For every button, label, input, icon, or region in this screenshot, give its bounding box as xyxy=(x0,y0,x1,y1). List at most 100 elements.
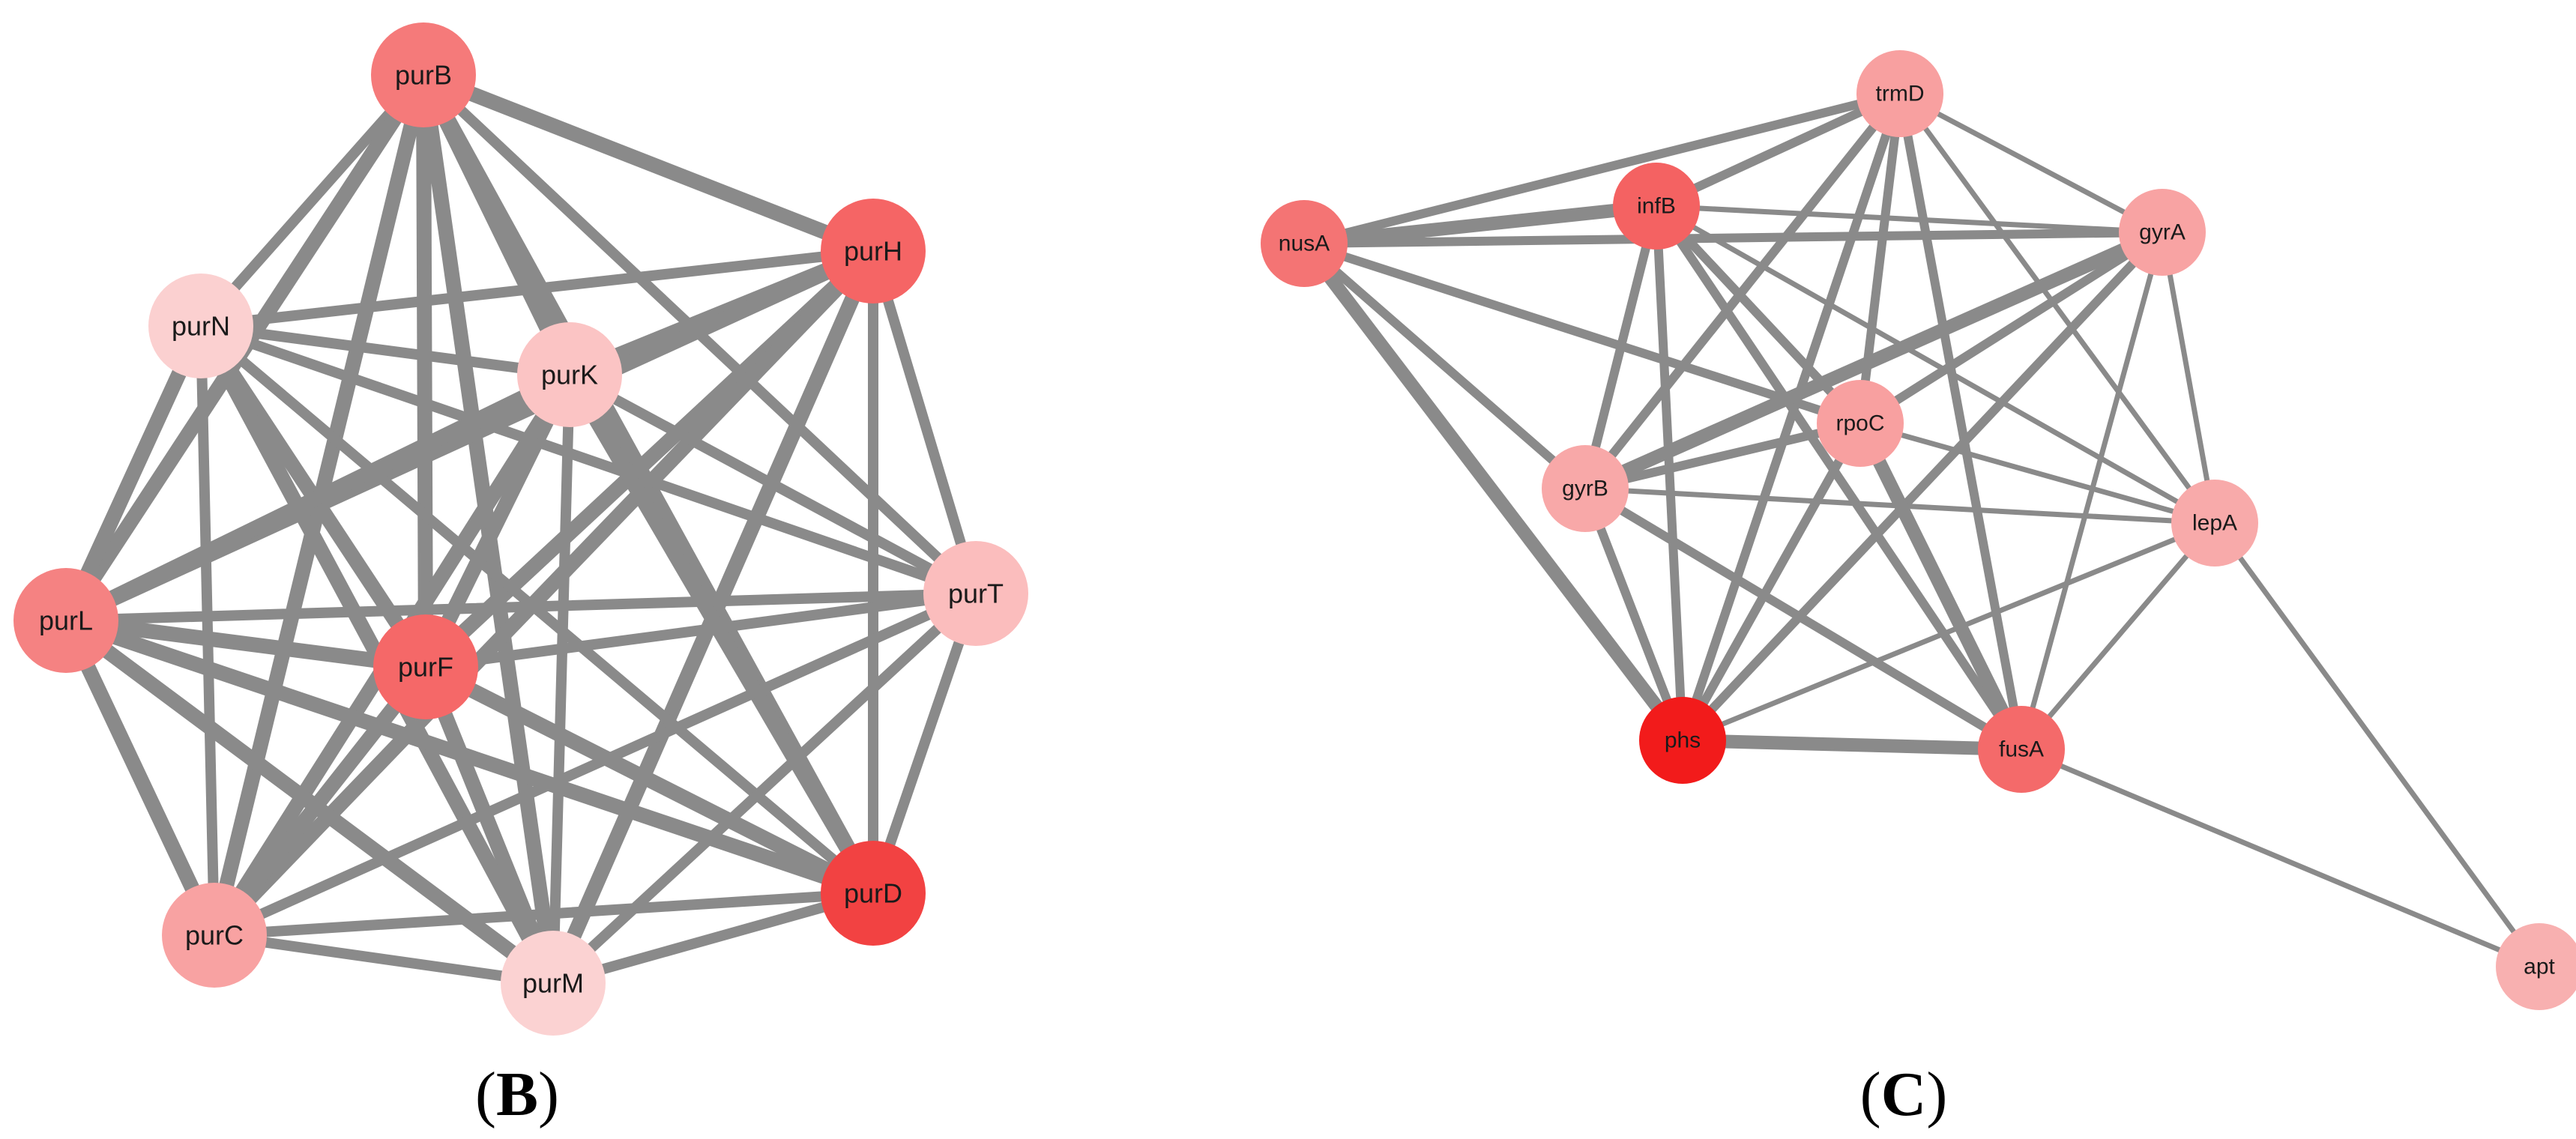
node-circle-purF xyxy=(373,614,478,719)
edge-purM-purD xyxy=(548,888,878,988)
node-circle-rpoC xyxy=(1817,380,1904,467)
node-circle-purK xyxy=(517,322,622,427)
edge-purN-purT xyxy=(196,321,981,599)
node-label-phs: phs xyxy=(1665,728,1701,753)
panel-b-edges xyxy=(58,67,981,991)
edge-infB-gyrB xyxy=(1581,202,1661,493)
node-label-purF: purF xyxy=(398,652,453,683)
edge-purT-purF xyxy=(420,588,981,672)
edge-infB-fusA xyxy=(1652,202,2026,754)
node-circle-infB xyxy=(1613,163,1700,250)
edge-purN-purL xyxy=(58,318,208,628)
edge-purK-purM xyxy=(548,369,575,988)
node-purM: purM xyxy=(501,931,606,1036)
edge-fusA-apt xyxy=(2018,746,2542,970)
node-label-apt: apt xyxy=(2524,955,2555,979)
edge-purF-purM xyxy=(418,659,561,991)
edge-phs-fusA xyxy=(1676,734,2028,756)
node-label-purK: purK xyxy=(541,360,598,390)
edge-trmD-phs xyxy=(1678,89,1904,745)
node-circle-lepA xyxy=(2171,480,2258,567)
node-purD: purD xyxy=(821,841,926,946)
edge-gyrA-phs xyxy=(1678,228,2167,745)
node-circle-nusA xyxy=(1261,200,1348,287)
edge-purF-purC xyxy=(207,659,433,943)
node-gyrB: gyrB xyxy=(1542,445,1629,532)
edge-nusA-infB xyxy=(1297,199,1663,250)
node-label-nusA: nusA xyxy=(1279,232,1330,256)
node-circle-purC xyxy=(162,883,267,988)
panel-b: purB purH purN purK purT purL purF purC purM purD… xyxy=(13,22,1028,1129)
node-fusA: fusA xyxy=(1978,706,2065,793)
edge-gyrA-rpoC xyxy=(1856,228,2167,428)
node-label-gyrA: gyrA xyxy=(2139,220,2186,245)
edge-rpoC-phs xyxy=(1678,419,1865,745)
edge-gyrB-phs xyxy=(1581,484,1687,745)
edge-purK-purD xyxy=(562,367,881,901)
edge-infB-lepA xyxy=(1653,203,2218,526)
edge-nusA-gyrA xyxy=(1300,228,2167,248)
edge-purH-purN xyxy=(196,246,878,331)
edge-nusA-rpoC xyxy=(1300,239,1865,428)
node-label-purB: purB xyxy=(395,60,452,91)
node-lepA: lepA xyxy=(2171,480,2258,567)
edge-purL-purF xyxy=(58,613,433,674)
node-label-purC: purC xyxy=(185,920,244,951)
panel-c-edges xyxy=(1297,89,2542,970)
edge-trmD-lepA xyxy=(1897,91,2218,526)
node-circle-purB xyxy=(371,22,476,127)
edge-trmD-fusA xyxy=(1895,89,2026,754)
node-purB: purB xyxy=(371,22,476,127)
panel-b-label: (B) xyxy=(475,1060,559,1129)
node-circle-purL xyxy=(13,568,118,673)
edge-purK-purL xyxy=(58,367,577,628)
edge-purB-purH xyxy=(416,67,881,259)
node-infB: infB xyxy=(1613,163,1700,250)
edge-rpoC-lepA xyxy=(1857,420,2218,526)
node-label-purL: purL xyxy=(39,605,93,636)
node-label-fusA: fusA xyxy=(1999,737,2044,762)
node-apt: apt xyxy=(2496,923,2576,1010)
node-label-purH: purH xyxy=(844,236,902,267)
edge-purK-purT xyxy=(564,369,981,599)
node-purC: purC xyxy=(162,883,267,988)
node-purL: purL xyxy=(13,568,118,673)
node-purT: purT xyxy=(923,541,1028,646)
node-label-purD: purD xyxy=(844,878,902,909)
node-purK: purK xyxy=(517,322,622,427)
node-label-infB: infB xyxy=(1637,194,1676,219)
node-nusA: nusA xyxy=(1261,200,1348,287)
edge-gyrA-lepA xyxy=(2159,229,2218,526)
node-purH: purH xyxy=(821,199,926,303)
edge-rpoC-gyrB xyxy=(1581,419,1865,493)
edge-infB-phs xyxy=(1652,202,1687,745)
node-purN: purN xyxy=(148,274,253,378)
node-circle-purN xyxy=(148,274,253,378)
node-label-rpoC: rpoC xyxy=(1836,411,1884,436)
edge-trmD-gyrB xyxy=(1581,89,1904,493)
edge-nusA-phs xyxy=(1297,237,1689,747)
edge-purB-purN xyxy=(196,70,429,331)
edge-trmD-gyrA xyxy=(1897,91,2165,235)
edge-gyrA-gyrB xyxy=(1578,226,2169,495)
node-circle-fusA xyxy=(1978,706,2065,793)
node-circle-gyrB xyxy=(1542,445,1629,532)
edge-purT-purL xyxy=(61,588,981,626)
edge-purC-purD xyxy=(209,888,878,940)
node-label-purT: purT xyxy=(948,578,1004,609)
edge-purF-purD xyxy=(418,659,881,901)
edge-gyrB-fusA xyxy=(1581,484,2026,754)
node-circle-phs xyxy=(1639,697,1726,784)
edge-purT-purD xyxy=(868,588,981,898)
node-circle-gyrA xyxy=(2119,189,2206,276)
node-label-gyrB: gyrB xyxy=(1562,477,1608,501)
edge-lepA-fusA xyxy=(2018,520,2218,752)
node-circle-purT xyxy=(923,541,1028,646)
edge-purT-purM xyxy=(548,588,981,988)
panel-b-nodes: purB purH purN purK purT purL purF purC purM purD xyxy=(13,22,1028,1036)
edge-purN-purK xyxy=(196,321,575,380)
edge-purB-purF xyxy=(416,67,433,674)
panel-c-label: (C) xyxy=(1860,1060,1948,1129)
